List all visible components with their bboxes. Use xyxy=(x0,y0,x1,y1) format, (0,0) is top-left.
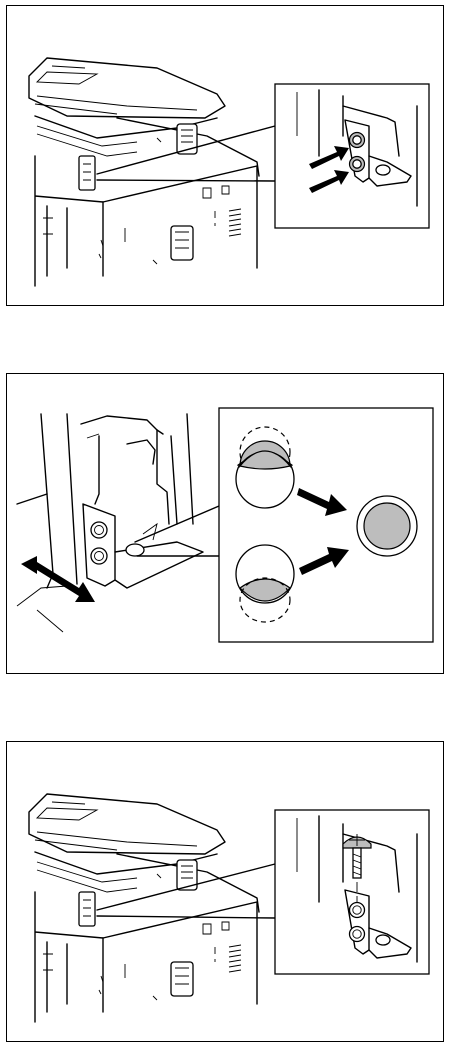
hole-aligned-icon xyxy=(357,496,417,556)
copier-icon xyxy=(29,58,259,286)
diagram-panel-locate-screws xyxy=(6,5,444,306)
hinge-bracket-icon xyxy=(17,414,203,632)
diagram-panel-align-hole xyxy=(6,373,444,674)
panel-2-drawing xyxy=(7,374,443,673)
copier-icon xyxy=(29,794,259,1022)
panel-1-drawing xyxy=(7,6,443,305)
panel-3-drawing xyxy=(7,742,443,1041)
diagram-panel-insert-screw xyxy=(6,741,444,1042)
